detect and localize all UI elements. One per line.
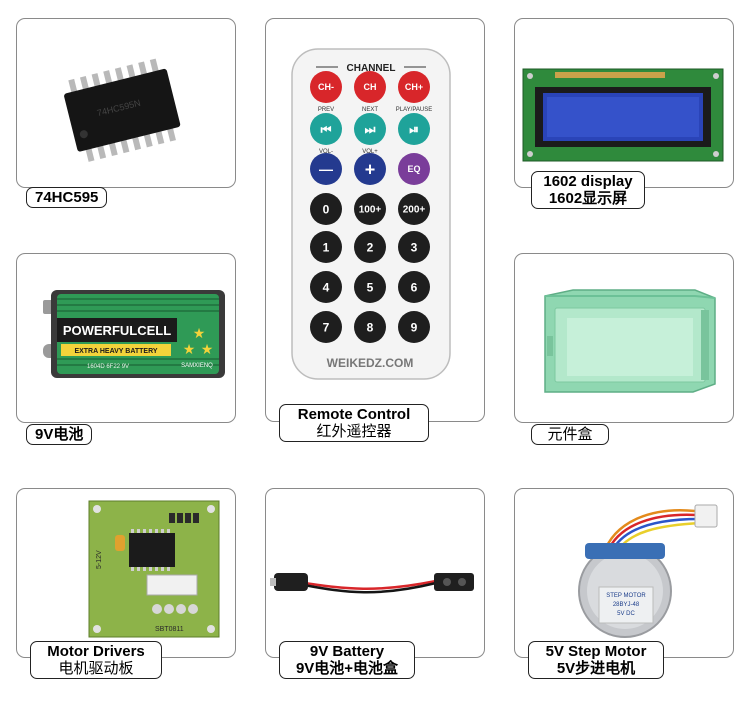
svg-text:POWERFULCELL: POWERFULCELL [63,323,171,338]
remote-btn-vol-down [310,153,342,185]
remote-btn-100plus-label: 100+ [359,205,382,216]
remote-btn-3-label: 3 [411,240,418,254]
svg-text:CHANNEL: CHANNEL [347,63,396,74]
remote-btn-0 [310,193,342,225]
svg-text:★: ★ [193,325,206,341]
remote-btn-200plus-label: 200+ [403,205,426,216]
remote-btn-8 [354,311,386,343]
ic-chip-image: 74HC595N [64,58,181,162]
remote-btn-chplus-label: CH+ [405,82,423,92]
label-motor-drivers: Motor Drivers 电机驱动板 [30,641,162,679]
remote-btn-vol-up [354,153,386,185]
remote-btn-6 [398,271,430,303]
remote-btn-prev-icon-label: ⏮ [321,122,332,136]
remote-btn-prev-icon-sub: VOL- [319,149,333,155]
component-box-image [544,289,716,393]
remote-btn-100plus [354,193,386,225]
svg-text:1604D 6F22 9V: 1604D 6F22 9V [87,364,129,370]
card-9v-battery-clip [265,488,485,658]
svg-text:★: ★ [201,341,214,357]
label-74hc595: 74HC595 [26,187,108,208]
remote-btn-7 [310,311,342,343]
remote-btn-vol-up-label: + [365,159,376,179]
step-motor-image: STEP MOTOR 28BYJ-48 5V DC [578,504,718,638]
label-remote-control: Remote Control 红外遥控器 [279,404,429,442]
card-9v-battery: POWERFULCELL EXTRA HEAVY BATTERY 1604D 6… [16,253,236,423]
remote-btn-8-label: 8 [367,320,374,334]
remote-btn-chminus-label: CH- [318,82,334,92]
label-1602-display: 1602 display 1602显示屏 [531,171,645,209]
remote-btn-6-label: 6 [411,280,418,294]
remote-btn-play-icon-label: ⏯ [409,122,419,136]
remote-btn-4-label: 4 [323,280,330,294]
remote-control-image: CHANNEL CH- PREV CH NEXT CH+ PLAY/PAUSE ⏮ VOL- ⏭… [291,48,451,380]
remote-btn-ch-sub: NEXT [362,107,378,113]
label-9v-battery: 9V电池 [26,424,93,445]
9v-battery-image: POWERFULCELL EXTRA HEAVY BATTERY 1604D 6… [43,290,225,378]
card-component-box [514,253,734,423]
card-motor-drivers: SBT0811 5-12V [16,488,236,658]
remote-btn-200plus [398,193,430,225]
remote-btn-ch-label: CH [364,82,377,92]
remote-btn-chminus-sub: PREV [318,107,334,113]
remote-btn-prev-icon [310,113,342,145]
svg-text:28BYJ-48: 28BYJ-48 [613,602,640,608]
remote-btn-next-icon-sub: VOL+ [362,149,378,155]
remote-btn-0-label: 0 [323,202,330,216]
remote-btn-chminus [310,71,342,103]
label-5v-step-motor: 5V Step Motor 5V步进电机 [528,641,664,679]
card-5v-step-motor: STEP MOTOR 28BYJ-48 5V DC [514,488,734,658]
svg-text:SAMXIENQ: SAMXIENQ [181,363,213,369]
remote-btn-vol-down-label: — [319,161,333,177]
remote-btn-next-icon-label: ⏭ [365,122,376,136]
remote-btn-2 [354,231,386,263]
label-9v-battery-clip: 9V Battery 9V电池+电池盒 [279,641,415,679]
card-remote-control: CHANNEL CH- PREV CH NEXT CH+ PLAY/PAUSE ⏮ VOL- ⏭… [265,18,485,422]
remote-btn-5 [354,271,386,303]
svg-text:STEP MOTOR: STEP MOTOR [606,593,646,599]
remote-btn-play-icon [398,113,430,145]
svg-text:5V DC: 5V DC [617,611,635,617]
remote-btn-5-label: 5 [367,280,374,294]
lcd-1602-image [522,68,724,162]
remote-btn-ch [354,71,386,103]
svg-text:EXTRA HEAVY BATTERY: EXTRA HEAVY BATTERY [74,348,157,355]
svg-text:★: ★ [183,341,196,357]
remote-btn-chplus [398,71,430,103]
remote-btn-next-icon [354,113,386,145]
label-component-box: 元件盒 [531,424,609,445]
svg-text:SBT0811: SBT0811 [155,626,184,633]
remote-btn-7-label: 7 [323,320,330,334]
card-1602-display [514,18,734,188]
card-74hc595: 74HC595N [16,18,236,188]
remote-btn-eq [398,153,430,185]
remote-btn-2-label: 2 [367,240,374,254]
remote-btn-3 [398,231,430,263]
remote-btn-9 [398,311,430,343]
motor-driver-board-image: SBT0811 5-12V [88,500,220,638]
remote-btn-chplus-sub: PLAY/PAUSE [396,107,432,113]
svg-text:5-12V: 5-12V [96,550,103,569]
remote-btn-4 [310,271,342,303]
svg-text:WEIKEDZ.COM: WEIKEDZ.COM [327,356,414,370]
battery-clip-image [270,573,474,594]
remote-btn-9-label: 9 [411,320,418,334]
remote-btn-eq-label: EQ [407,164,420,174]
remote-btn-1 [310,231,342,263]
remote-btn-1-label: 1 [323,240,330,254]
